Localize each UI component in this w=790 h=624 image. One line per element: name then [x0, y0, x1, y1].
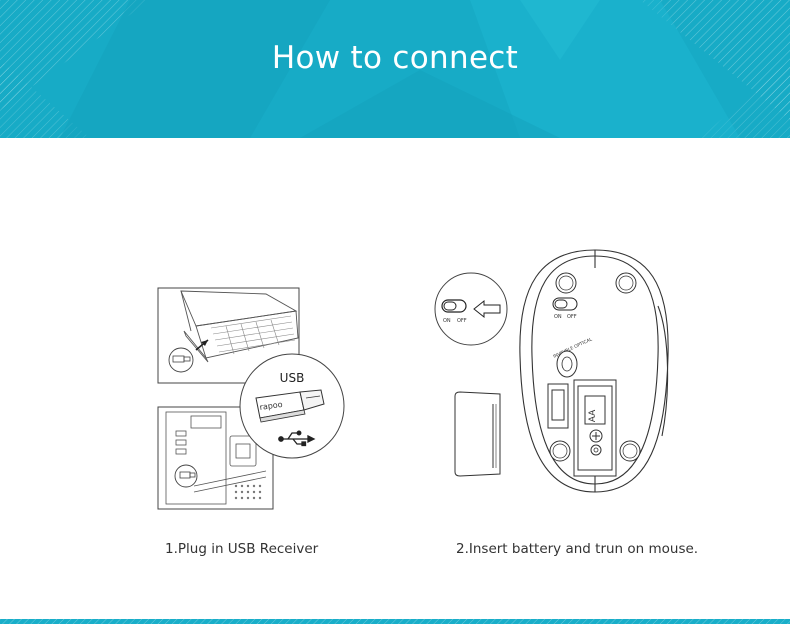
page-title: How to connect [271, 40, 519, 76]
step1-caption: 1.Plug in USB Receiver [165, 541, 319, 557]
header-banner: How to connect [0, 0, 790, 138]
battery-icon [454, 391, 501, 477]
footer-bar [0, 614, 790, 624]
svg-text:OFF: OFF [567, 314, 577, 320]
usb-label: USB [280, 371, 305, 385]
switch-off-label: OFF [457, 318, 467, 324]
arrow-left-icon [473, 299, 501, 319]
usb-port-icon [168, 347, 194, 373]
mouse-battery-illustration: ON OFF ON OFF INVISIBLE OPTICAL AA [434, 249, 669, 493]
receiver-brand: rapoo [259, 400, 283, 412]
svg-text:ON: ON [554, 314, 562, 320]
battery-label: AA [588, 409, 598, 422]
pc-tower-drawing [165, 411, 267, 505]
header-pattern [0, 0, 790, 138]
power-switch-callout [434, 272, 508, 346]
mouse-bottom [519, 249, 669, 493]
arrow-icon [201, 340, 208, 346]
minus-icon [590, 444, 602, 456]
usb-plug-illustration: USB rapoo [157, 287, 345, 510]
usb-symbol-icon [278, 430, 316, 447]
switch-on-label: ON [443, 318, 451, 324]
laptop-drawing [180, 290, 299, 363]
battery-compartment [547, 379, 617, 477]
usb-receiver-icon: rapoo [255, 389, 325, 423]
step2-caption: 2.Insert battery and trun on mouse. [456, 541, 699, 557]
